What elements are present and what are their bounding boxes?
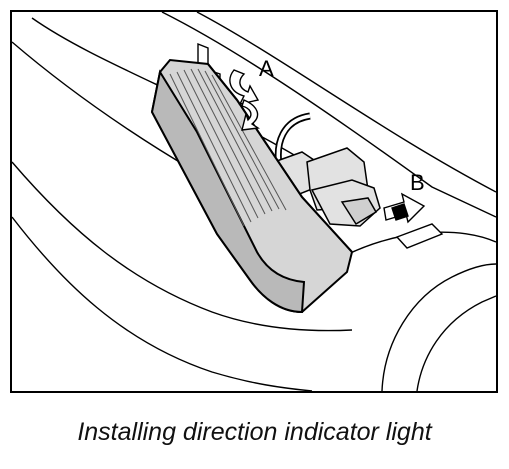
label-b: B [410,170,425,195]
diagram-frame: A B [10,10,498,393]
headlamp-housing [341,223,496,391]
label-a: A [259,56,274,81]
indicator-lamp [150,58,354,314]
figure-caption: Installing direction indicator light [77,418,432,446]
lamp-installation-drawing: A B [12,12,496,391]
arrow-a-icon [229,69,260,131]
arrow-b-icon [383,192,426,224]
